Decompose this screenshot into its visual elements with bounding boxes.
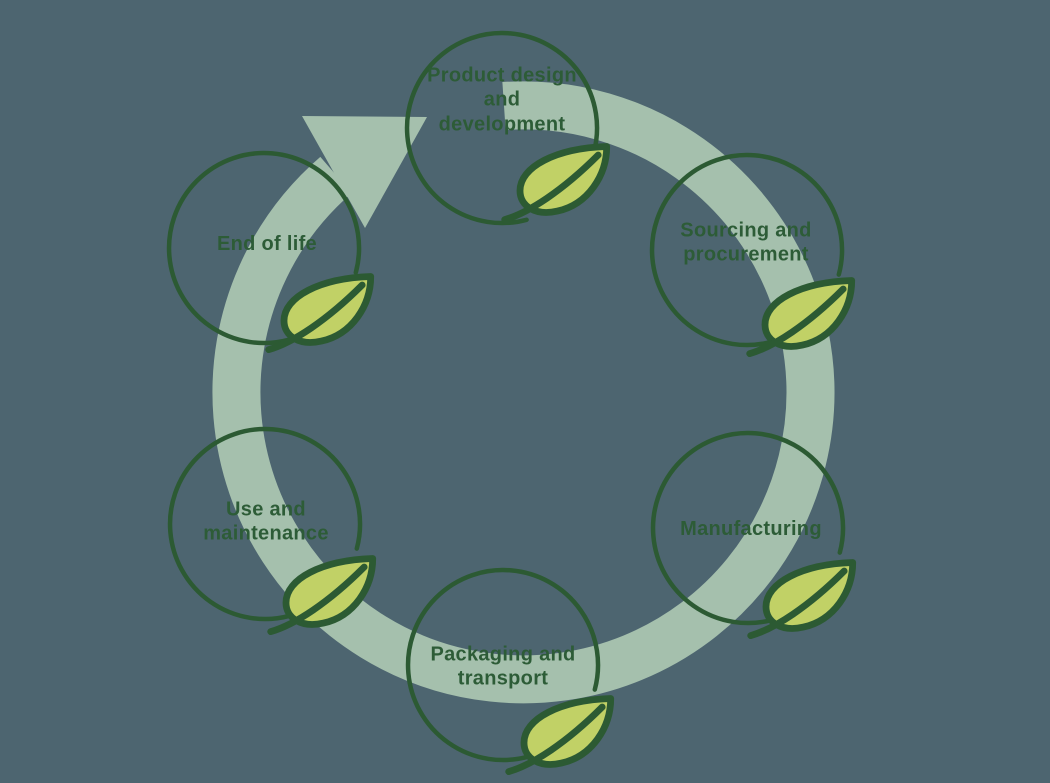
circular-arrow-head-icon [302, 116, 427, 228]
stage-label-manufacturing: Manufacturing [680, 517, 822, 540]
stage-circle-use [167, 426, 363, 622]
stage-label-sourcing: Sourcing and procurement [680, 219, 812, 266]
stage-label-packaging: Packaging and transport [430, 643, 576, 690]
stage-circle-product-design [404, 30, 600, 226]
stage-label-end-of-life: End of life [217, 232, 317, 255]
stage-label-use: Use and maintenance [203, 498, 329, 545]
stage-circle-manufacturing [650, 430, 846, 626]
stage-label-product-design: Product design and development [427, 64, 577, 136]
stage-circle-sourcing [649, 152, 845, 348]
circular-arrow-band [212, 81, 835, 704]
stage-circle-end-of-life [166, 150, 362, 346]
stage-circle-packaging [405, 567, 601, 763]
